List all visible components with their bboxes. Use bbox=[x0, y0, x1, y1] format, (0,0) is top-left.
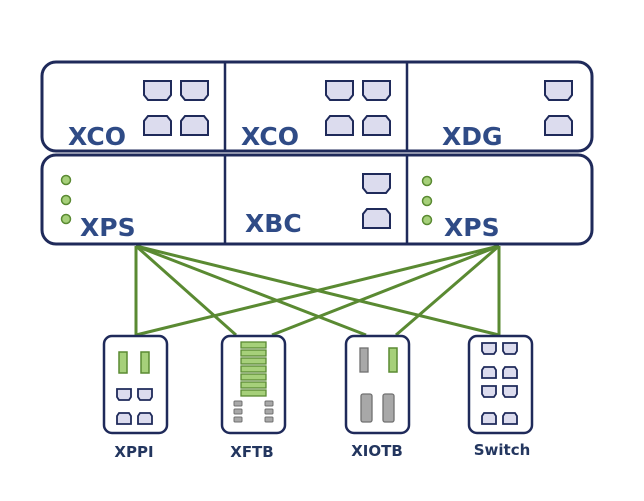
module-label-xbc: XBC bbox=[245, 209, 302, 238]
led-icon bbox=[421, 195, 433, 207]
module-label-xps-2: XPS bbox=[444, 213, 500, 242]
device-xftb bbox=[220, 334, 287, 435]
port-icon bbox=[544, 115, 573, 136]
connector-pin-icon bbox=[264, 408, 274, 415]
port-icon bbox=[325, 80, 354, 101]
port-icon bbox=[143, 115, 172, 136]
connector-pin-icon bbox=[233, 408, 243, 415]
port-icon bbox=[481, 412, 497, 425]
led-bar-icon bbox=[140, 351, 150, 374]
led-icon bbox=[60, 213, 72, 225]
bottom-chassis bbox=[40, 153, 594, 246]
port-icon bbox=[116, 388, 132, 401]
link-xps-right-xiotb bbox=[395, 244, 500, 337]
port-icon bbox=[481, 342, 497, 355]
port-icon bbox=[481, 366, 497, 379]
device-label-xftb: XFTB bbox=[230, 443, 273, 461]
module-label-xps-1: XPS bbox=[80, 213, 136, 242]
device-switch bbox=[467, 334, 534, 435]
link-xps-right-xppi bbox=[135, 244, 500, 337]
terminal-strip-icon bbox=[240, 365, 267, 373]
link-xps-right-xftb bbox=[271, 244, 500, 337]
terminal-strip-icon bbox=[240, 373, 267, 381]
port-icon bbox=[502, 385, 518, 398]
device-label-xiotb: XIOTB bbox=[351, 442, 403, 460]
module-label-xco-2: XCO bbox=[241, 122, 299, 151]
port-icon bbox=[502, 366, 518, 379]
port-modules bbox=[143, 80, 573, 229]
device-xiotb bbox=[344, 334, 411, 435]
led-icon bbox=[421, 175, 433, 187]
port-icon bbox=[362, 173, 391, 194]
module-label-xco-1: XCO bbox=[68, 122, 126, 151]
led-icon bbox=[421, 214, 433, 226]
led-bar-icon bbox=[118, 351, 128, 374]
led-bar-icon bbox=[388, 347, 398, 373]
connector-block-icon bbox=[382, 393, 395, 423]
port-icon bbox=[544, 80, 573, 101]
connector-pin-icon bbox=[233, 416, 243, 423]
connector-pin-icon bbox=[264, 400, 274, 407]
status-leds bbox=[60, 174, 433, 226]
link-xps-left-xiotb bbox=[135, 244, 367, 337]
terminal-strip-icon bbox=[240, 389, 267, 397]
terminal-strip-icon bbox=[240, 357, 267, 365]
device-label-switch: Switch bbox=[474, 441, 531, 459]
link-xps-left-xftb bbox=[135, 244, 237, 337]
device-label-xppi: XPPI bbox=[114, 443, 153, 461]
connector-pin-icon bbox=[264, 416, 274, 423]
terminal-strip-icon bbox=[240, 341, 267, 349]
port-icon bbox=[325, 115, 354, 136]
connector-pin-icon bbox=[233, 400, 243, 407]
module-label-xdg: XDG bbox=[442, 122, 503, 151]
port-icon bbox=[502, 342, 518, 355]
port-icon bbox=[502, 412, 518, 425]
connection-lines bbox=[134, 244, 501, 337]
terminal-strip-icon bbox=[240, 349, 267, 357]
led-icon bbox=[60, 194, 72, 206]
port-icon bbox=[137, 412, 153, 425]
port-icon bbox=[362, 115, 391, 136]
port-icon bbox=[481, 385, 497, 398]
led-icon bbox=[60, 174, 72, 186]
port-icon bbox=[116, 412, 132, 425]
port-icon bbox=[143, 80, 172, 101]
device-xppi bbox=[102, 334, 169, 435]
connector-block-icon bbox=[360, 393, 373, 423]
top-chassis bbox=[40, 60, 594, 153]
port-icon bbox=[362, 208, 391, 229]
slot-gray-icon bbox=[359, 347, 369, 373]
port-icon bbox=[180, 115, 209, 136]
port-icon bbox=[180, 80, 209, 101]
port-icon bbox=[362, 80, 391, 101]
terminal-strip-icon bbox=[240, 381, 267, 389]
port-icon bbox=[137, 388, 153, 401]
